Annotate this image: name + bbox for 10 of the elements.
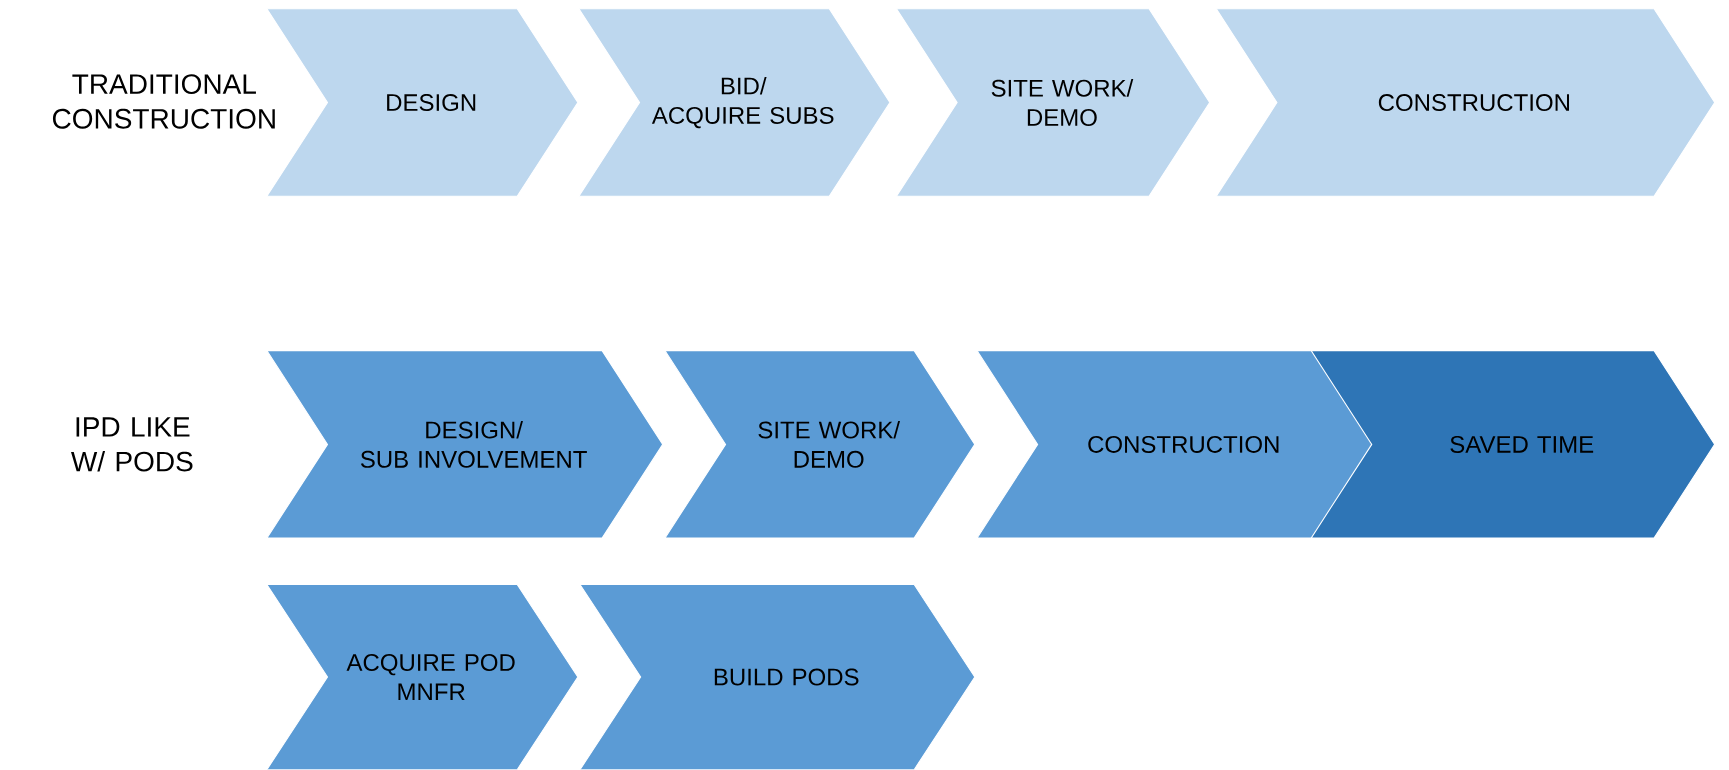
row-label: IPD LIKE W/ PODS <box>71 417 193 472</box>
process-step: BUILD PODS <box>579 584 976 770</box>
process-step: SITE WORK/ DEMO <box>663 350 976 539</box>
process-step: ACQUIRE POD MNFR <box>265 584 579 770</box>
process-step: SITE WORK/ DEMO <box>895 8 1211 197</box>
process-step: BID/ ACQUIRE SUBS <box>577 8 891 197</box>
process-step: SAVED TIME <box>1310 350 1716 539</box>
process-step: DESIGN/ SUB INVOLVEMENT <box>265 350 664 539</box>
process-step: CONSTRUCTION <box>976 350 1374 539</box>
process-step: CONSTRUCTION <box>1215 8 1716 197</box>
